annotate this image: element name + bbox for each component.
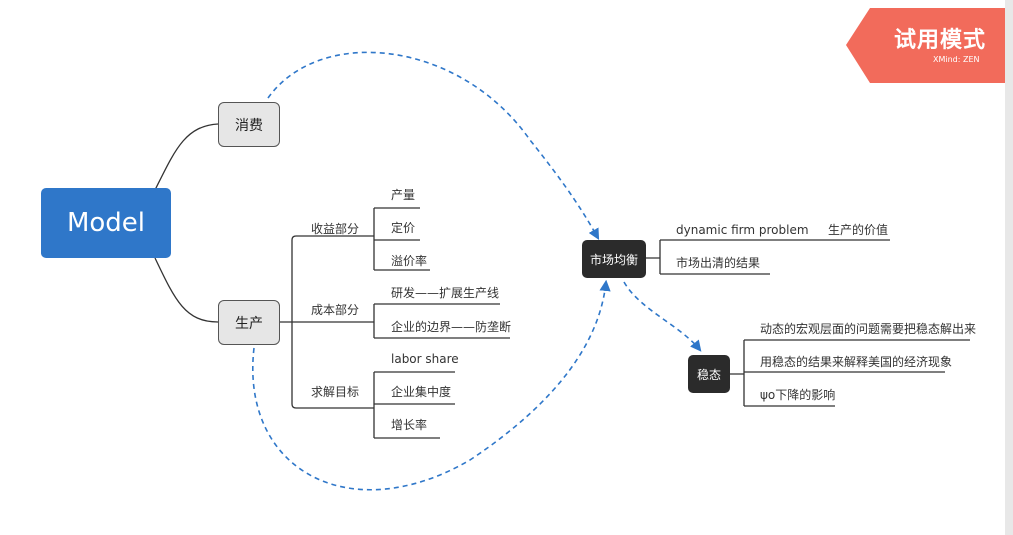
dashed-link-production-market xyxy=(252,279,611,491)
root-node-model[interactable]: Model xyxy=(41,188,171,258)
topic-output[interactable]: 产量 xyxy=(391,188,416,202)
connector-root-production xyxy=(154,257,219,323)
topic-markup[interactable]: 溢价率 xyxy=(391,254,428,268)
connector-root-consumption xyxy=(154,123,219,191)
topic-dynamic-firm-problem[interactable]: dynamic firm problem xyxy=(676,223,809,237)
topic-market-equilibrium[interactable]: 市场均衡 xyxy=(582,240,646,278)
topic-explain-us-economy[interactable]: 用稳态的结果来解释美国的经济现象 xyxy=(760,355,953,369)
topic-solve-steady-state[interactable]: 动态的宏观层面的问题需要把稳态解出来 xyxy=(760,322,977,336)
topic-growth-rate[interactable]: 增长率 xyxy=(391,418,428,432)
xmind-brand-label: XMind: ZEN xyxy=(933,55,980,64)
branch-production[interactable]: 生产 xyxy=(218,300,280,345)
connector-revenue-items xyxy=(355,207,430,271)
connector-market-children xyxy=(646,239,890,275)
topic-market-clearing[interactable]: 市场出清的结果 xyxy=(676,256,761,270)
connector-objective-items xyxy=(355,371,455,439)
group-revenue[interactable]: 收益部分 xyxy=(311,222,360,236)
topic-psi-decline[interactable]: ψo下降的影响 xyxy=(760,388,836,402)
dashed-link-consumption-market xyxy=(267,51,600,240)
topic-rnd[interactable]: 研发——扩展生产线 xyxy=(391,286,500,300)
topic-labor-share[interactable]: labor share xyxy=(391,352,459,366)
trial-badge-shape xyxy=(846,8,1005,83)
group-cost[interactable]: 成本部分 xyxy=(311,303,360,317)
branch-consumption[interactable]: 消费 xyxy=(218,102,280,147)
topic-firm-boundary[interactable]: 企业的边界——防垄断 xyxy=(391,320,512,334)
dashed-link-market-steady xyxy=(623,281,702,352)
connector-production-groups xyxy=(280,235,355,409)
topic-pricing[interactable]: 定价 xyxy=(391,221,416,235)
trial-mode-label[interactable]: 试用模式 xyxy=(894,28,987,53)
connector-steady-children xyxy=(730,339,970,407)
topic-production-value[interactable]: 生产的价值 xyxy=(828,223,889,237)
group-objective[interactable]: 求解目标 xyxy=(311,385,360,399)
vertical-scrollbar[interactable] xyxy=(1005,0,1013,535)
topic-steady-state[interactable]: 稳态 xyxy=(688,355,730,393)
topic-concentration[interactable]: 企业集中度 xyxy=(391,385,452,399)
connector-cost-items xyxy=(355,303,510,339)
